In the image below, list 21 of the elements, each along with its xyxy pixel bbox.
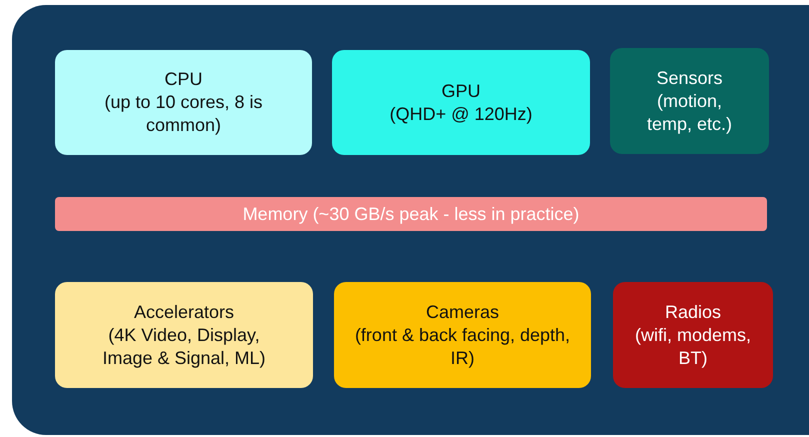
block-label: (wifi, modems, BT): [634, 324, 752, 370]
block-title: Accelerators: [132, 300, 236, 324]
memory-bar: [55, 197, 767, 231]
block-title: CPU: [163, 68, 204, 91]
block-title: Cameras: [424, 300, 500, 324]
block-label: (4K Video, Display, Image & Signal, ML): [101, 324, 267, 370]
block-label: (motion, temp, etc.): [646, 90, 734, 136]
gpu-block: [332, 50, 590, 155]
accelerators-block: [55, 282, 313, 388]
radios-block: [613, 282, 773, 388]
sensors-block: [610, 48, 769, 154]
block-label: (front & back facing, depth, IR): [354, 324, 572, 370]
block-title: Sensors: [655, 66, 724, 90]
block-title: GPU: [440, 80, 482, 102]
block-title: Radios: [664, 300, 722, 324]
cameras-block: [334, 282, 591, 388]
block-label: (QHD+ @ 120Hz): [388, 102, 534, 126]
chip-outline-panel: [12, 5, 809, 435]
block-label: (up to 10 cores, 8 is common): [103, 91, 264, 137]
block-label: Memory (~30 GB/s peak - less in practice): [242, 202, 580, 226]
cpu-block: [55, 50, 312, 155]
